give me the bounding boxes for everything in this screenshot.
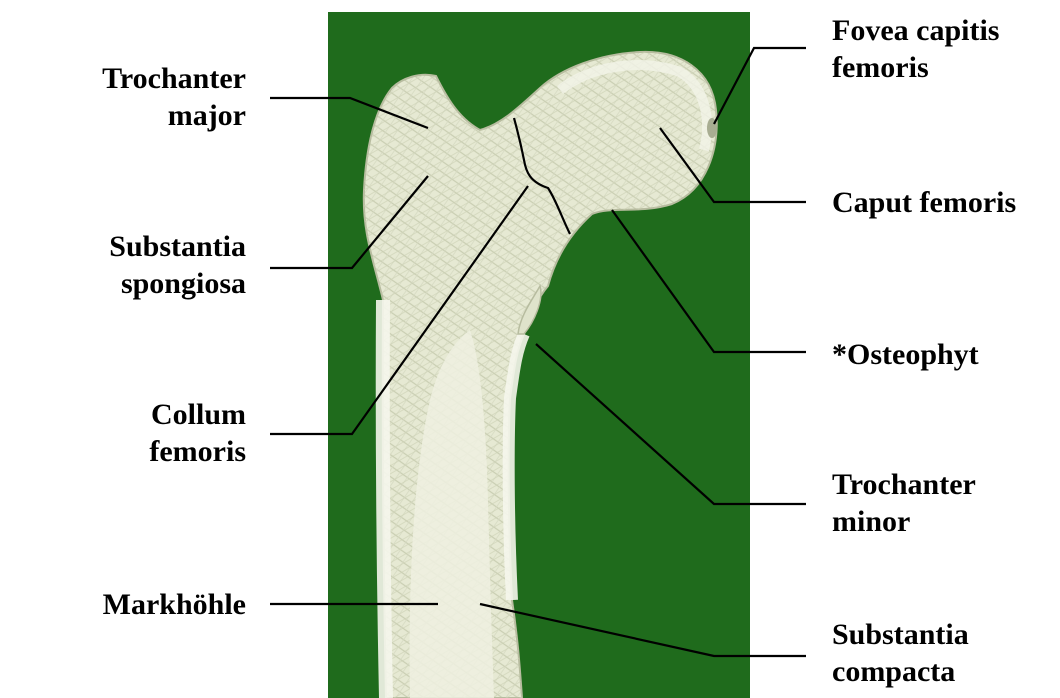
label-line: Collum <box>60 396 246 433</box>
label-trochanter-major: Trochanter major <box>60 60 246 134</box>
label-fovea-capitis-femoris: Fovea capitis femoris <box>832 12 999 86</box>
label-markhoehle: Markhöhle <box>40 586 246 623</box>
label-line: major <box>60 97 246 134</box>
label-line: Trochanter <box>832 466 976 503</box>
label-line: Substantia <box>832 616 969 653</box>
label-caput-femoris: Caput femoris <box>832 184 1016 221</box>
label-line: femoris <box>60 433 246 470</box>
label-line: Markhöhle <box>40 586 246 623</box>
label-line: spongiosa <box>40 265 246 302</box>
label-line: Fovea capitis <box>832 12 999 49</box>
label-substantia-compacta: Substantia compacta <box>832 616 969 690</box>
label-substantia-spongiosa: Substantia spongiosa <box>40 228 246 302</box>
label-line: compacta <box>832 653 969 690</box>
label-osteophyt: *Osteophyt <box>832 336 979 373</box>
label-line: minor <box>832 503 976 540</box>
label-line: Substantia <box>40 228 246 265</box>
label-line: Caput femoris <box>832 184 1016 221</box>
label-collum-femoris: Collum femoris <box>60 396 246 470</box>
label-line: femoris <box>832 49 999 86</box>
label-line: Trochanter <box>60 60 246 97</box>
label-trochanter-minor: Trochanter minor <box>832 466 976 540</box>
label-line: *Osteophyt <box>832 336 979 373</box>
